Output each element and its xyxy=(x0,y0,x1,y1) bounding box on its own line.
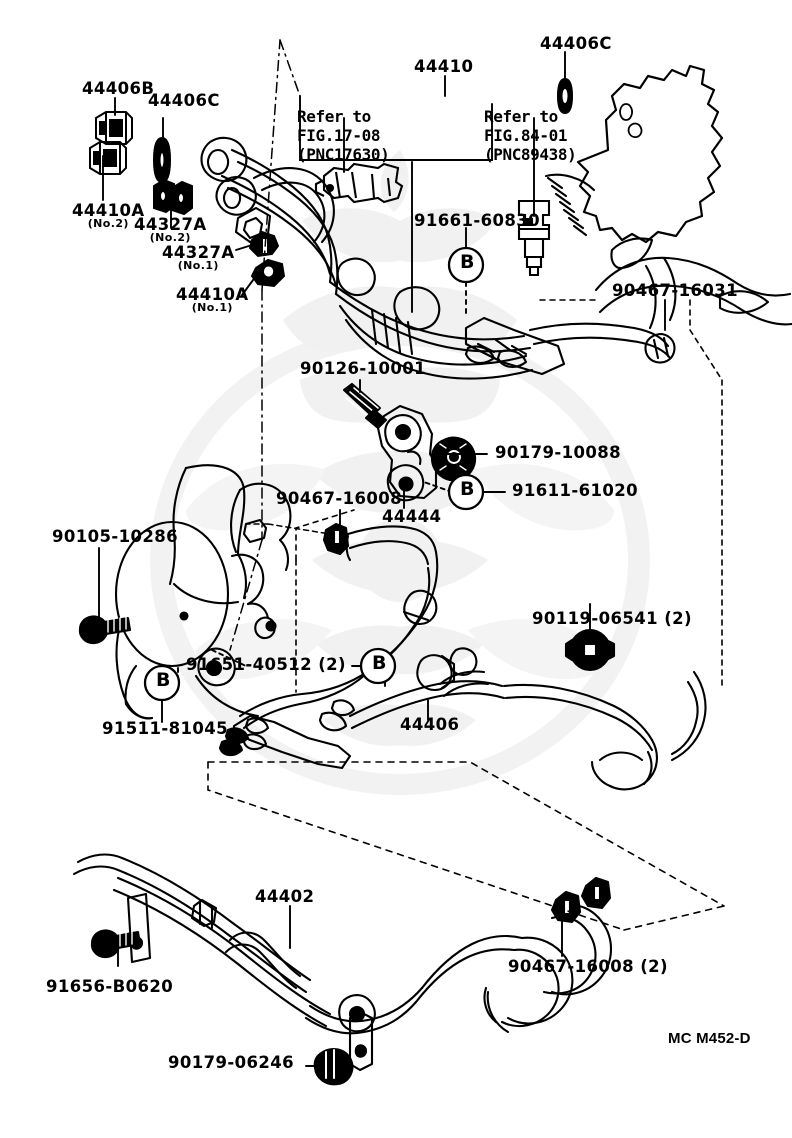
callout-91661-60830: 91661-60830 xyxy=(414,211,541,230)
callout-44410a-no2: 44410A (No.2) xyxy=(72,201,145,231)
part-44410a-no2 xyxy=(89,141,127,175)
steering-gear-housing xyxy=(576,64,724,244)
rack-boot xyxy=(544,173,596,237)
callout-44444: 44444 xyxy=(382,507,442,526)
callout-44327a-no2: 44327A (No.2) xyxy=(134,215,207,245)
part-90105-10286 xyxy=(78,615,132,645)
part-44327a-no2 xyxy=(153,178,193,216)
callout-91511-81045: 91511-81045 xyxy=(102,719,229,738)
middle-assembly-group xyxy=(78,382,707,791)
callout-44410a-no1: 44410A (No.1) xyxy=(176,285,249,315)
reservoir-tank xyxy=(114,464,260,720)
callout-90179-10088: 90179-10088 xyxy=(495,443,622,462)
callout-44406b: 44406B xyxy=(82,79,155,98)
part-44406b xyxy=(95,111,133,145)
badge-b-1: B xyxy=(460,251,475,273)
clamps-90467-16008-bottom xyxy=(550,876,612,924)
pump-bracket xyxy=(230,482,292,640)
bottom-assembly-group xyxy=(72,853,613,1086)
callout-90105-10286: 90105-10286 xyxy=(52,527,179,546)
callout-91651-40512: 91651-40512 (2) xyxy=(186,655,346,674)
callout-44327a-no1: 44327A (No.1) xyxy=(162,243,235,273)
reference-fig-17-08: Refer to FIG.17-08 (PNC17630) xyxy=(297,107,390,164)
part-44327a-no1 xyxy=(248,230,280,258)
part-90126-10001 xyxy=(342,382,388,430)
callout-44402: 44402 xyxy=(255,887,315,906)
callout-91656-b0620: 91656-B0620 xyxy=(46,977,174,996)
top-assembly-group xyxy=(200,64,792,380)
callout-91611-61020: 91611-61020 xyxy=(512,481,639,500)
callout-90179-06246: 90179-06246 xyxy=(168,1053,295,1072)
return-hose-assembly xyxy=(218,525,707,791)
callout-90467-16031: 90467-16031 xyxy=(612,281,739,300)
callout-90126-10001: 90126-10001 xyxy=(300,359,427,378)
rack-shaft-right xyxy=(594,237,792,330)
callout-90467-16008-bottom: 90467-16008 (2) xyxy=(508,957,668,976)
part-90179-06246 xyxy=(313,1048,354,1086)
callout-90119-06541: 90119-06541 (2) xyxy=(532,609,692,628)
badge-markers xyxy=(143,246,485,702)
part-44406c-top xyxy=(557,78,573,114)
tube-union-fittings xyxy=(200,136,272,244)
pressure-switch-part xyxy=(517,199,551,277)
ref-valve-part xyxy=(314,162,404,204)
reference-fig-84-01: Refer to FIG.84-01 (PNC89438) xyxy=(484,107,577,164)
callout-44406c-left: 44406C xyxy=(148,91,220,110)
bracket-44444 xyxy=(376,404,438,502)
diagram-footer-id: MC M452-D xyxy=(668,1030,751,1047)
part-91656-b0620 xyxy=(90,929,142,959)
part-44410a-no1 xyxy=(250,258,286,288)
pressure-tube-44410 xyxy=(220,148,676,380)
callout-44406c-top: 44406C xyxy=(540,34,612,53)
small-parts-top-left xyxy=(89,111,286,288)
part-44406c-left xyxy=(152,136,172,184)
leader-lines xyxy=(98,39,725,1067)
callout-44410: 44410 xyxy=(414,57,474,76)
background-watermark xyxy=(150,150,650,795)
part-90179-10088 xyxy=(430,436,477,482)
badge-b-2: B xyxy=(460,478,475,500)
callout-90467-16008-mid: 90467-16008 xyxy=(276,489,403,508)
badge-b-3: B xyxy=(372,652,387,674)
clamp-90467-16008-mid xyxy=(322,522,350,556)
callout-44406: 44406 xyxy=(400,715,460,734)
badge-b-4: B xyxy=(156,669,171,691)
